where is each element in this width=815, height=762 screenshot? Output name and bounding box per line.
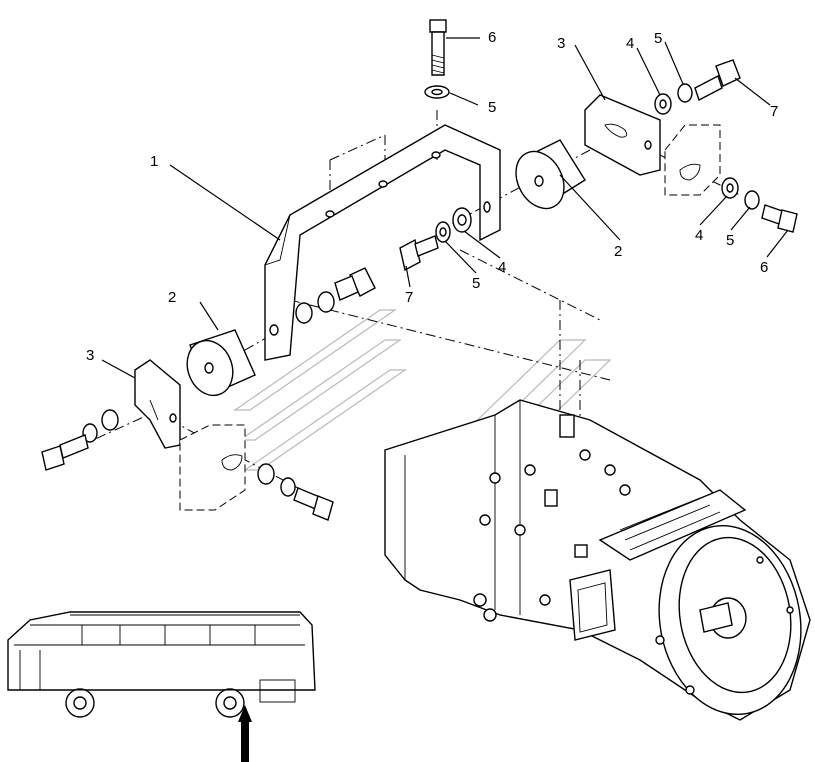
- callout-2-left: 2: [168, 289, 176, 306]
- callout-5-middle: 5: [472, 275, 480, 292]
- callout-7-middle: 7: [405, 289, 413, 306]
- bolt-7-upper-right: [694, 59, 741, 102]
- gearbox: [384, 399, 811, 721]
- washer-4-middle: [452, 207, 472, 233]
- callout-5-lower-right: 5: [726, 232, 734, 249]
- callout-4-top-right: 4: [626, 35, 634, 52]
- callout-3-left: 3: [86, 347, 94, 364]
- callout-5-top-center: 5: [488, 99, 496, 116]
- washer-4-upper-right: [654, 93, 672, 115]
- rubber-mount-2-right: [515, 139, 586, 210]
- counter-plate-right: [664, 124, 721, 196]
- bracket-1: [264, 124, 501, 361]
- washer-5-top: [424, 85, 450, 99]
- location-arrow: [238, 705, 252, 762]
- callout-1: 1: [150, 153, 158, 170]
- washer-5-middle: [435, 221, 451, 243]
- washer-4-lower-right: [721, 177, 739, 199]
- callout-4-middle: 4: [498, 259, 506, 276]
- washer-5-upper-right: [677, 83, 693, 103]
- bus-illustration: [7, 611, 316, 718]
- plate-3-left: [134, 359, 181, 449]
- callout-3-right: 3: [557, 35, 565, 52]
- callout-4-lower-right: 4: [695, 227, 703, 244]
- bolt-6-top: [429, 19, 447, 76]
- callout-6-top: 6: [488, 29, 496, 46]
- counter-plate-left: [179, 424, 246, 511]
- callout-6-lower-right: 6: [760, 259, 768, 276]
- bolt-6-lower-right: [761, 204, 798, 233]
- callout-7-top-right: 7: [770, 103, 778, 120]
- bolt-on-bracket: [295, 267, 376, 324]
- plate-3-right: [584, 94, 661, 176]
- rubber-mount-2-left: [186, 329, 256, 397]
- callout-2-right: 2: [614, 243, 622, 260]
- bolt-7-middle: [399, 235, 439, 272]
- washer-5-lower-right: [744, 190, 760, 210]
- washers-left-lower: [41, 409, 119, 471]
- leader-lines: [101, 37, 789, 379]
- callout-5-top-right: 5: [654, 30, 662, 47]
- washers-bottom-middle: [257, 463, 334, 521]
